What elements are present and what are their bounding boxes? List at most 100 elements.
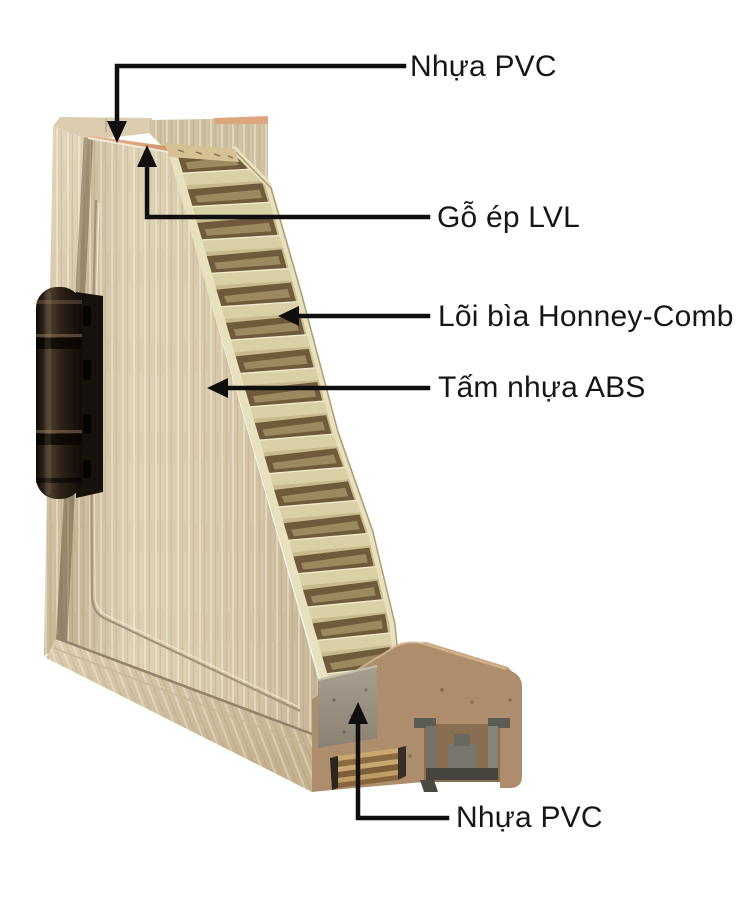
hinge-barrel <box>36 287 82 499</box>
honeycomb-step <box>233 322 299 336</box>
metal-web-right <box>488 726 498 772</box>
honeycomb-step <box>306 599 387 620</box>
honeycomb-step-edge <box>248 400 325 408</box>
arrowhead-left-icon <box>278 306 299 326</box>
hinge-plate-slot <box>83 360 91 380</box>
hinge-sheen <box>45 291 51 495</box>
honeycomb-step <box>277 500 361 520</box>
honeycomb-step <box>262 421 325 437</box>
label-tam-nhua-abs: Tấm nhựa ABS <box>438 371 646 404</box>
sill-rabbet-line <box>53 647 315 749</box>
metal-web-left <box>426 726 436 772</box>
lvl-layer <box>338 775 398 788</box>
honeycomb-step-edge <box>190 201 271 208</box>
honeycomb-core-cut <box>168 145 401 687</box>
annotations <box>107 63 450 821</box>
hinge-plate-slot <box>83 460 91 478</box>
honeycomb-step-edge <box>267 466 346 475</box>
honeycomb-step <box>281 487 349 503</box>
honeycomb-step-edge <box>306 599 384 608</box>
honeycomb-step <box>310 587 376 603</box>
hinge-ring-highlight <box>36 334 82 337</box>
door-sill-junction <box>55 636 321 739</box>
face-top-highlight <box>87 137 169 153</box>
leader-line-lvl <box>144 161 431 220</box>
hinge-ring <box>36 434 82 445</box>
honeycomb-step-edge <box>200 234 280 241</box>
speckle <box>332 698 336 702</box>
honeycomb-step <box>181 169 263 186</box>
honeycomb-step <box>329 653 387 670</box>
arrowhead-left-icon <box>207 378 228 398</box>
label-nhua-pvc-bottom: Nhựa PVC <box>456 801 603 834</box>
sill-top-edge-highlight <box>311 641 507 699</box>
speckle <box>508 698 512 702</box>
honeycomb-step <box>204 222 272 236</box>
honeycomb-step <box>296 566 379 586</box>
label-loi-bia-honeycomb: Lõi bìa Honney-Comb <box>438 300 734 333</box>
arrowhead-down-icon <box>107 121 127 143</box>
lvl-gap-right <box>398 746 406 780</box>
honeycomb-step <box>272 454 337 470</box>
honeycomb-step <box>190 202 274 219</box>
honeycomb-step-edge <box>315 632 391 642</box>
leader-line-pvc-bottom <box>355 718 450 821</box>
lvl-layer <box>338 753 398 767</box>
honeycomb-step <box>267 467 350 486</box>
sill-wedge-grain <box>46 638 320 792</box>
honeycomb-step <box>224 289 290 303</box>
lvl-edge-ticks <box>177 149 234 159</box>
frame-top-face <box>53 117 152 140</box>
hinge-ring <box>36 338 82 349</box>
back-edge-pvc-sliver <box>214 116 268 124</box>
speckle <box>364 688 368 692</box>
honeycomb-step <box>291 520 360 537</box>
honeycomb-step-edge <box>219 301 299 308</box>
metal-drip-edge <box>420 780 438 792</box>
honeycomb-step <box>301 554 368 570</box>
hinge-plate <box>76 292 103 498</box>
sill-front-face <box>46 636 321 792</box>
lvl-gap-left <box>330 756 338 790</box>
metal-flange-right <box>488 718 510 728</box>
label-nhua-pvc-top: Nhựa PVC <box>410 50 557 83</box>
lvl-strip-under-door <box>330 746 406 790</box>
honeycomb-step-edge <box>296 566 376 575</box>
lvl-layer <box>338 764 398 778</box>
lvl-layer <box>338 759 398 772</box>
honeycomb-step-edge <box>229 334 307 341</box>
door-face-panel <box>56 137 321 737</box>
honeycomb-step <box>315 633 392 653</box>
bottom-rail-block <box>318 666 377 748</box>
lvl-layer <box>338 748 398 761</box>
honeycomb-step <box>320 620 383 637</box>
honeycomb-step-edge <box>181 168 251 175</box>
speckle <box>440 688 444 692</box>
honeycomb-step <box>287 533 371 553</box>
hinge-ring-highlight <box>36 430 82 433</box>
honeycomb-step-edge <box>258 433 334 442</box>
lvl-layer <box>338 770 398 783</box>
bottom-rail-top-edge <box>317 665 378 681</box>
speckle <box>408 754 412 758</box>
cut-skin-edge <box>168 152 331 687</box>
honeycomb-step <box>252 388 317 403</box>
honeycomb-step <box>214 255 281 270</box>
honeycomb-step <box>258 434 338 453</box>
metal-center-hat <box>448 744 476 768</box>
door-bottom-rail-pvc <box>317 665 378 748</box>
leader-line-pvc-top <box>114 63 407 127</box>
honeycomb-step <box>195 189 262 203</box>
face-routed-groove <box>90 199 301 712</box>
speckle <box>470 700 474 704</box>
honeycomb-steps <box>177 150 395 686</box>
hinge-bottom-line <box>36 478 82 483</box>
arrowhead-up-icon <box>348 702 368 724</box>
lvl-edge-band <box>164 143 239 162</box>
label-go-ep-lvl: Gỗ ép LVL <box>437 201 581 234</box>
metal-base-plate <box>426 768 498 780</box>
speckle <box>342 730 346 734</box>
honeycomb-step-edge <box>286 532 368 542</box>
